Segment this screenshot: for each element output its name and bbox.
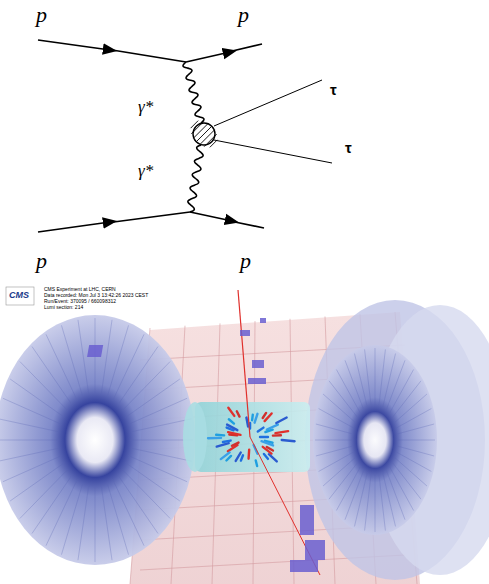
particle-label: p	[36, 4, 47, 26]
event-info: Lumi section: 214	[44, 305, 83, 310]
particle-label: p	[238, 4, 249, 26]
particle-label: γ*	[138, 98, 153, 115]
particle-label: τ	[330, 82, 337, 97]
event-info: Data recorded: Mon Jul 3 13:42:26 2023 C…	[44, 293, 148, 298]
particle-label: p	[240, 250, 251, 272]
particle-label: p	[36, 250, 47, 272]
particle-label: γ*	[138, 162, 153, 179]
logo-text: CMS	[9, 291, 29, 300]
particle-label: τ	[345, 140, 352, 155]
event-info: CMS Experiment at LHC, CERN	[44, 287, 116, 292]
event-info: Run/Event: 370095 / 660098312	[44, 299, 116, 304]
